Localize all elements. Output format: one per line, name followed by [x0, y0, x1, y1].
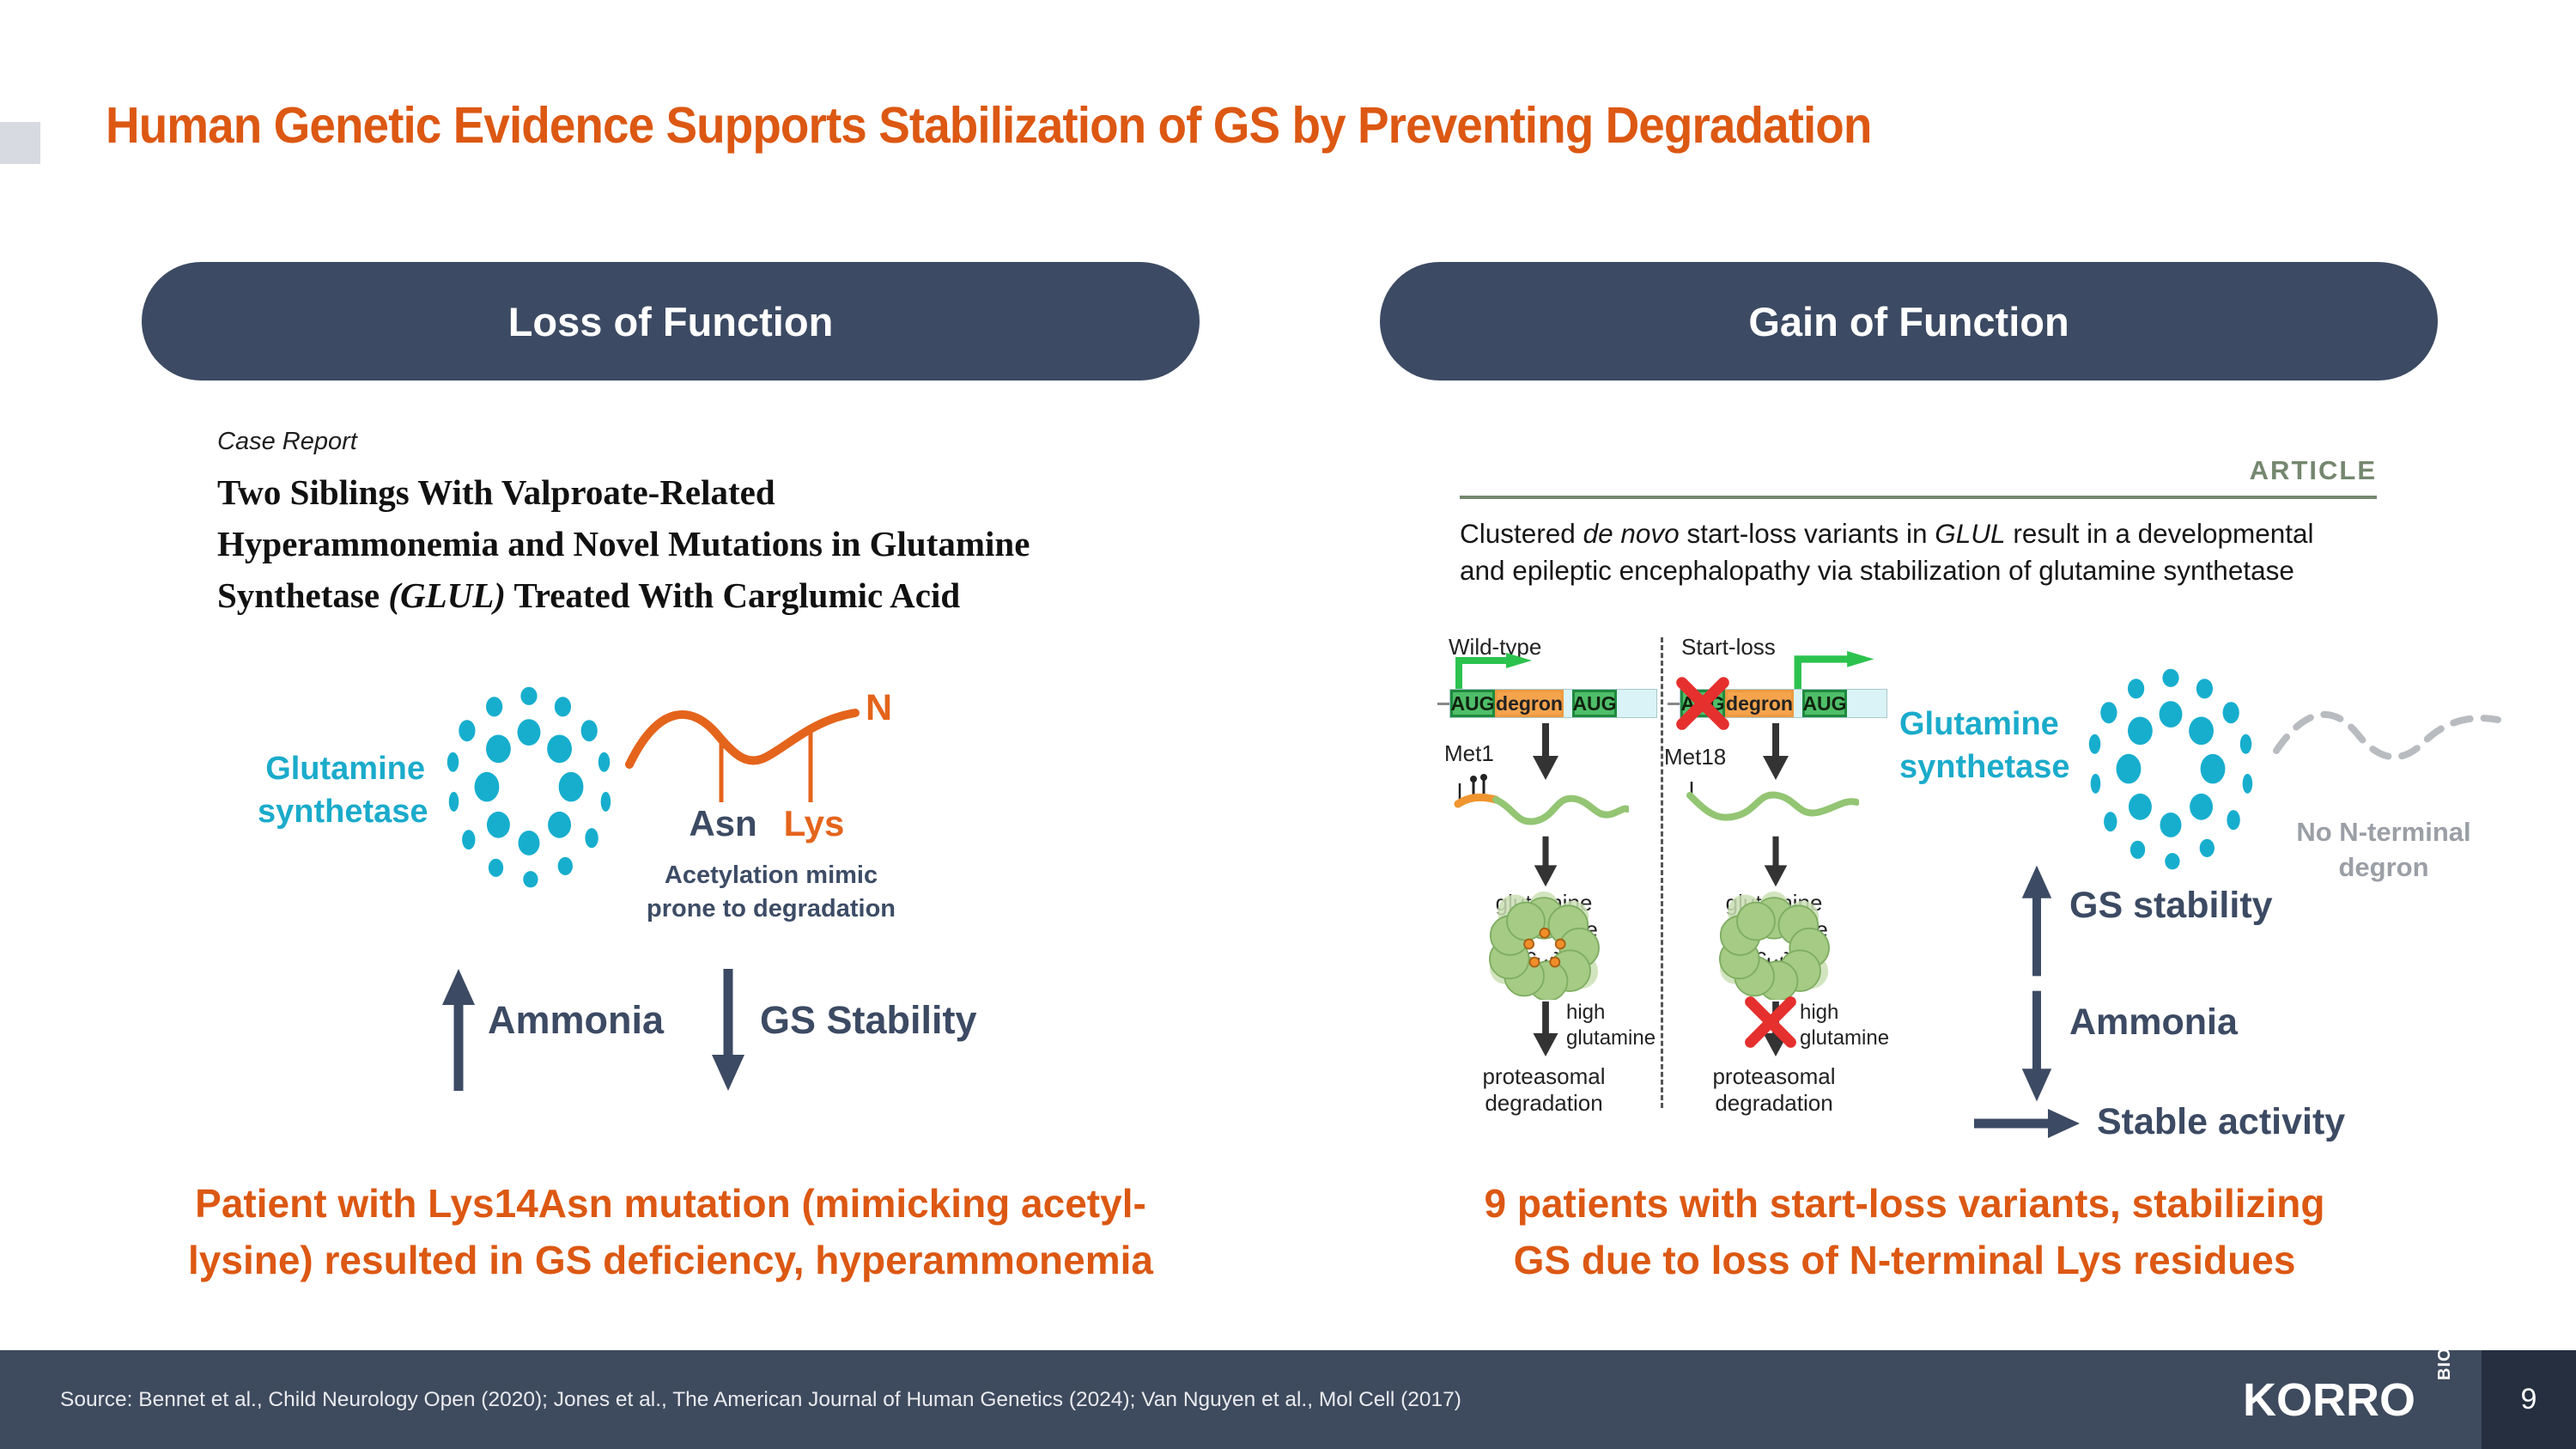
- sl-degradation-caption: proteasomal degradation: [1712, 1063, 1836, 1116]
- gs-decamer-dots-graphic-left: [447, 686, 611, 888]
- down-arrow-icon: [2018, 988, 2056, 1105]
- wt-gene-bar: AUG degron AUG: [1449, 689, 1657, 718]
- down-arrow-icon: [1531, 1000, 1560, 1058]
- left-paper-line3: Synthetase (GLUL) Treated With Carglumic…: [217, 575, 961, 615]
- left-paper-line1: Two Siblings With Valproate-Related: [217, 472, 775, 512]
- article-label: ARTICLE: [2249, 455, 2377, 485]
- loss-of-function-label: Loss of Function: [507, 298, 834, 344]
- wt-aug2-box: AUG: [1572, 690, 1617, 717]
- wt-high-glutamine-caption: high glutamine: [1566, 1001, 1656, 1050]
- sl-gene-tail: [1847, 690, 1886, 717]
- left-takeaway: Patient with Lys14Asn mutation (mimickin…: [188, 1181, 1153, 1282]
- lys-residue-label: Lys: [783, 803, 845, 843]
- article-rule: [1460, 496, 2377, 499]
- sl-degron-box: degron: [1725, 690, 1794, 717]
- wt-decamer-graphic: [1489, 890, 1600, 1000]
- down-arrow-icon: [1531, 835, 1560, 888]
- wild-type-label: Wild-type: [1449, 634, 1542, 660]
- case-report-label: Case Report: [217, 428, 357, 455]
- up-arrow-icon: [2018, 862, 2056, 979]
- korro-logo: KORRO: [2243, 1373, 2415, 1426]
- sl-aug2-box: AUG: [1802, 690, 1847, 717]
- transcription-start-arrow-icon: [1453, 653, 1534, 692]
- sl-nascent-protein-graphic: [1686, 782, 1859, 821]
- sl-high-glutamine-caption: high glutamine: [1800, 1001, 1890, 1050]
- corner-accent-square: [0, 122, 40, 164]
- left-paper-line2: Hyperammonemia and Novel Mutations in Gl…: [217, 524, 1030, 563]
- gs-decamer-dots-graphic-right: [2088, 668, 2253, 870]
- gene-line-left: [1437, 703, 1449, 705]
- down-arrow-icon: [709, 965, 747, 1094]
- pathway-divider: [1661, 637, 1663, 1108]
- gain-of-function-label: Gain of Function: [1748, 298, 2069, 344]
- ammonia-up-label: Ammonia: [488, 998, 665, 1042]
- wt-aug1-box: AUG: [1450, 690, 1495, 717]
- sl-decamer-graphic: [1719, 890, 1830, 1000]
- red-x-icon: [1674, 675, 1731, 732]
- page-title: Human Genetic Evidence Supports Stabiliz…: [106, 97, 1872, 154]
- loss-of-function-header: Loss of Function: [142, 262, 1200, 381]
- gene-line-left: [1668, 703, 1680, 705]
- gs-stability-down-label: GS Stability: [760, 998, 977, 1042]
- wt-degradation-caption: proteasomal degradation: [1482, 1063, 1606, 1116]
- wt-gene-spacer: [1564, 690, 1572, 717]
- right-paper-title: Clustered de novo start-loss variants in…: [1460, 518, 2314, 586]
- page-number-panel: 9: [2482, 1350, 2576, 1449]
- wt-gene-tail: [1617, 690, 1656, 717]
- stable-activity-label: Stable activity: [2097, 1101, 2346, 1142]
- start-loss-label: Start-loss: [1681, 634, 1776, 660]
- acetylation-mimic-caption: Acetylation mimic prone to degradation: [647, 861, 896, 922]
- page-number: 9: [2520, 1383, 2537, 1416]
- source-citation: Source: Bennet et al., Child Neurology O…: [60, 1387, 1461, 1411]
- asn-residue-label: Asn: [689, 803, 757, 843]
- footer-bar: [0, 1350, 2576, 1449]
- missing-degron-dashed-wave-graphic: [2273, 710, 2501, 761]
- down-arrow-icon: [1761, 835, 1790, 888]
- gain-of-function-header: Gain of Function: [1380, 262, 2438, 381]
- gs-stability-up-label: GS stability: [2069, 885, 2273, 926]
- red-x-icon: [1743, 995, 1798, 1050]
- gs-protein-label-right: Glutamine synthetase: [1899, 706, 2070, 785]
- no-n-terminal-degron-label: No N-terminal degron: [2296, 817, 2471, 882]
- korro-logo-bio: BIO: [2435, 1347, 2454, 1380]
- wt-nascent-protein-graphic: [1454, 774, 1629, 825]
- met1-label: Met1: [1444, 740, 1494, 766]
- right-arrow-icon: [1974, 1109, 2080, 1138]
- wt-degron-box: degron: [1495, 690, 1564, 717]
- gs-protein-label-left: Glutamine synthetase: [258, 751, 428, 830]
- left-paper-title: Two Siblings With Valproate-Related Hype…: [217, 466, 1230, 621]
- sl-gene-spacer: [1794, 690, 1802, 717]
- transcription-start-arrow-icon: [1791, 651, 1877, 692]
- ammonia-down-label: Ammonia: [2069, 1002, 2238, 1043]
- n-terminal-tail-wave-graphic: [625, 709, 860, 802]
- met18-label: Met18: [1664, 744, 1727, 770]
- up-arrow-icon: [440, 965, 477, 1094]
- n-terminus-label: N: [866, 687, 893, 728]
- right-takeaway: 9 patients with start-loss variants, sta…: [1484, 1181, 2325, 1282]
